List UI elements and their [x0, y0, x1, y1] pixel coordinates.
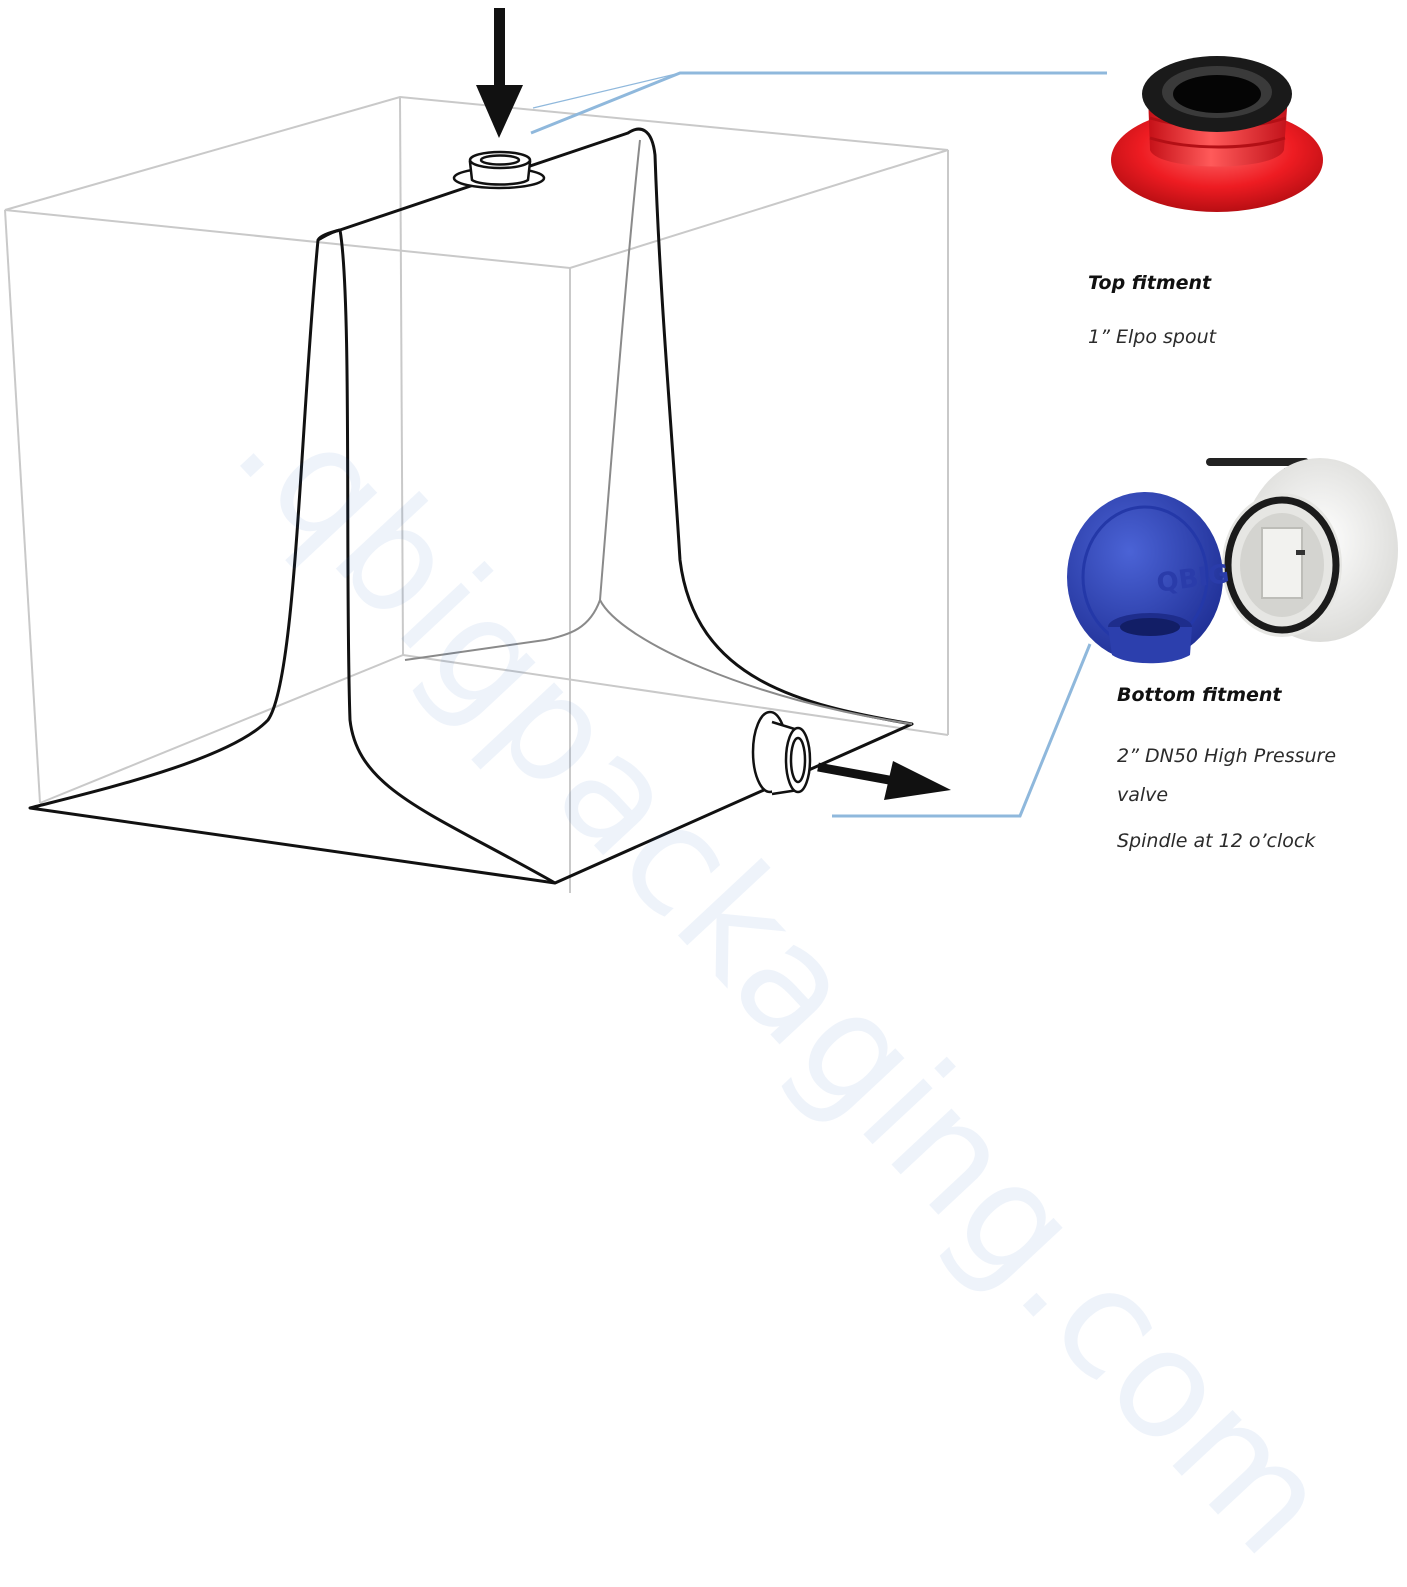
bottom-fitment-title: Bottom fitment	[1117, 684, 1282, 706]
outer-box-wireframe	[4, 95, 949, 893]
discharge-arrow-icon	[817, 761, 951, 800]
bottom-valve-illustration	[751, 710, 812, 796]
liner-back-fold	[404, 139, 913, 725]
top-spout-illustration	[452, 150, 546, 190]
bottom-fitment-photo: QBIG	[1067, 458, 1398, 664]
top-fitment-photo	[1111, 56, 1323, 212]
top-fitment-spec: 1” Elpo spout	[1088, 326, 1217, 348]
top-callout-leader-thin	[532, 72, 681, 109]
top-fitment-title: Top fitment	[1088, 272, 1212, 294]
bottom-callout-leader	[832, 643, 1092, 818]
ibc-liner-diagram: QBIG	[4, 8, 1398, 893]
bottom-fitment-spindle: Spindle at 12 o’clock	[1117, 830, 1316, 852]
top-callout-leader	[530, 71, 1107, 135]
liner-bag-outline	[28, 127, 914, 885]
fill-arrow-icon	[476, 8, 523, 138]
bottom-fitment-spec: 2” DN50 High Pressure valve	[1117, 745, 1337, 806]
